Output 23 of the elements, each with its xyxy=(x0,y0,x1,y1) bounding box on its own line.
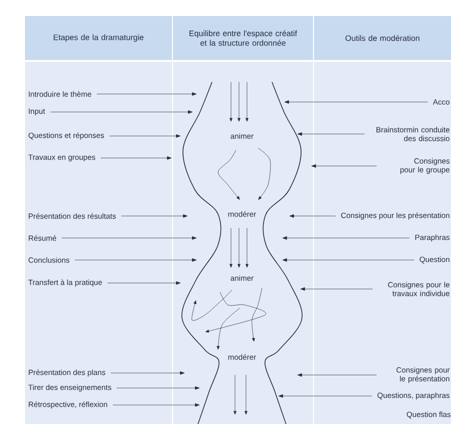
header-cell: Etapes de la dramaturgie xyxy=(25,16,172,60)
header-cell: Equilibre entre l'espace créatif et la structure ordonnée xyxy=(173,16,313,60)
arrow xyxy=(109,134,181,138)
arrow xyxy=(297,373,377,377)
arrow xyxy=(107,281,181,285)
arrow xyxy=(96,92,197,96)
arrow xyxy=(282,236,410,240)
arrow xyxy=(112,403,200,407)
arrow xyxy=(297,132,365,136)
arrow xyxy=(300,287,373,291)
arrow xyxy=(110,371,185,375)
arrow xyxy=(284,100,428,104)
arrow xyxy=(278,394,372,398)
arrow xyxy=(50,110,193,114)
arrow xyxy=(311,164,377,168)
arrow xyxy=(282,258,414,262)
header-cell: Outils de modération xyxy=(314,16,451,60)
arrow xyxy=(289,214,336,218)
arrow xyxy=(121,214,188,218)
arrow xyxy=(116,386,200,390)
arrow xyxy=(74,258,197,262)
arrow xyxy=(100,156,172,160)
arrow xyxy=(62,236,197,240)
